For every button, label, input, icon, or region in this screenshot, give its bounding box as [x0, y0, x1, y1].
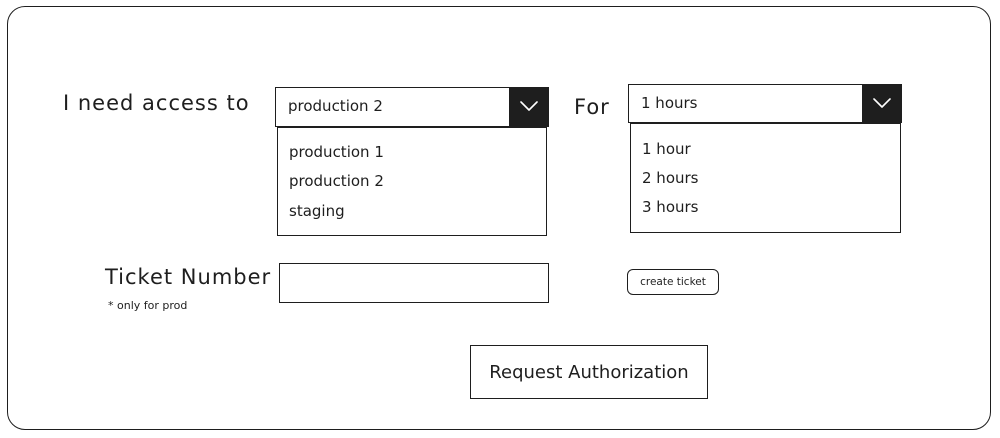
duration-select-value: 1 hours: [641, 94, 698, 112]
duration-label: For: [574, 95, 610, 119]
ticket-note: * only for prod: [108, 299, 188, 312]
environment-select[interactable]: production 2: [275, 86, 549, 127]
environment-select-value: production 2: [288, 97, 383, 115]
environment-option-production-2[interactable]: production 2: [289, 172, 384, 190]
environment-option-staging[interactable]: staging: [289, 202, 345, 220]
duration-option-1-hour[interactable]: 1 hour: [642, 140, 691, 158]
duration-option-2-hours[interactable]: 2 hours: [642, 169, 699, 187]
environment-dropdown: production 1 production 2 staging: [277, 127, 547, 236]
create-ticket-button[interactable]: create ticket: [627, 269, 719, 295]
ticket-number-input[interactable]: [279, 263, 549, 303]
environment-option-production-1[interactable]: production 1: [289, 143, 384, 161]
chevron-down-icon[interactable]: [508, 86, 549, 127]
access-label: I need access to: [63, 91, 250, 115]
chevron-down-icon[interactable]: [861, 83, 902, 123]
form-panel: [7, 6, 991, 430]
duration-dropdown: 1 hour 2 hours 3 hours: [630, 123, 901, 233]
duration-option-3-hours[interactable]: 3 hours: [642, 198, 699, 216]
ticket-number-label: Ticket Number: [105, 265, 272, 289]
request-authorization-button[interactable]: Request Authorization: [470, 345, 708, 399]
duration-select[interactable]: 1 hours: [628, 83, 902, 123]
